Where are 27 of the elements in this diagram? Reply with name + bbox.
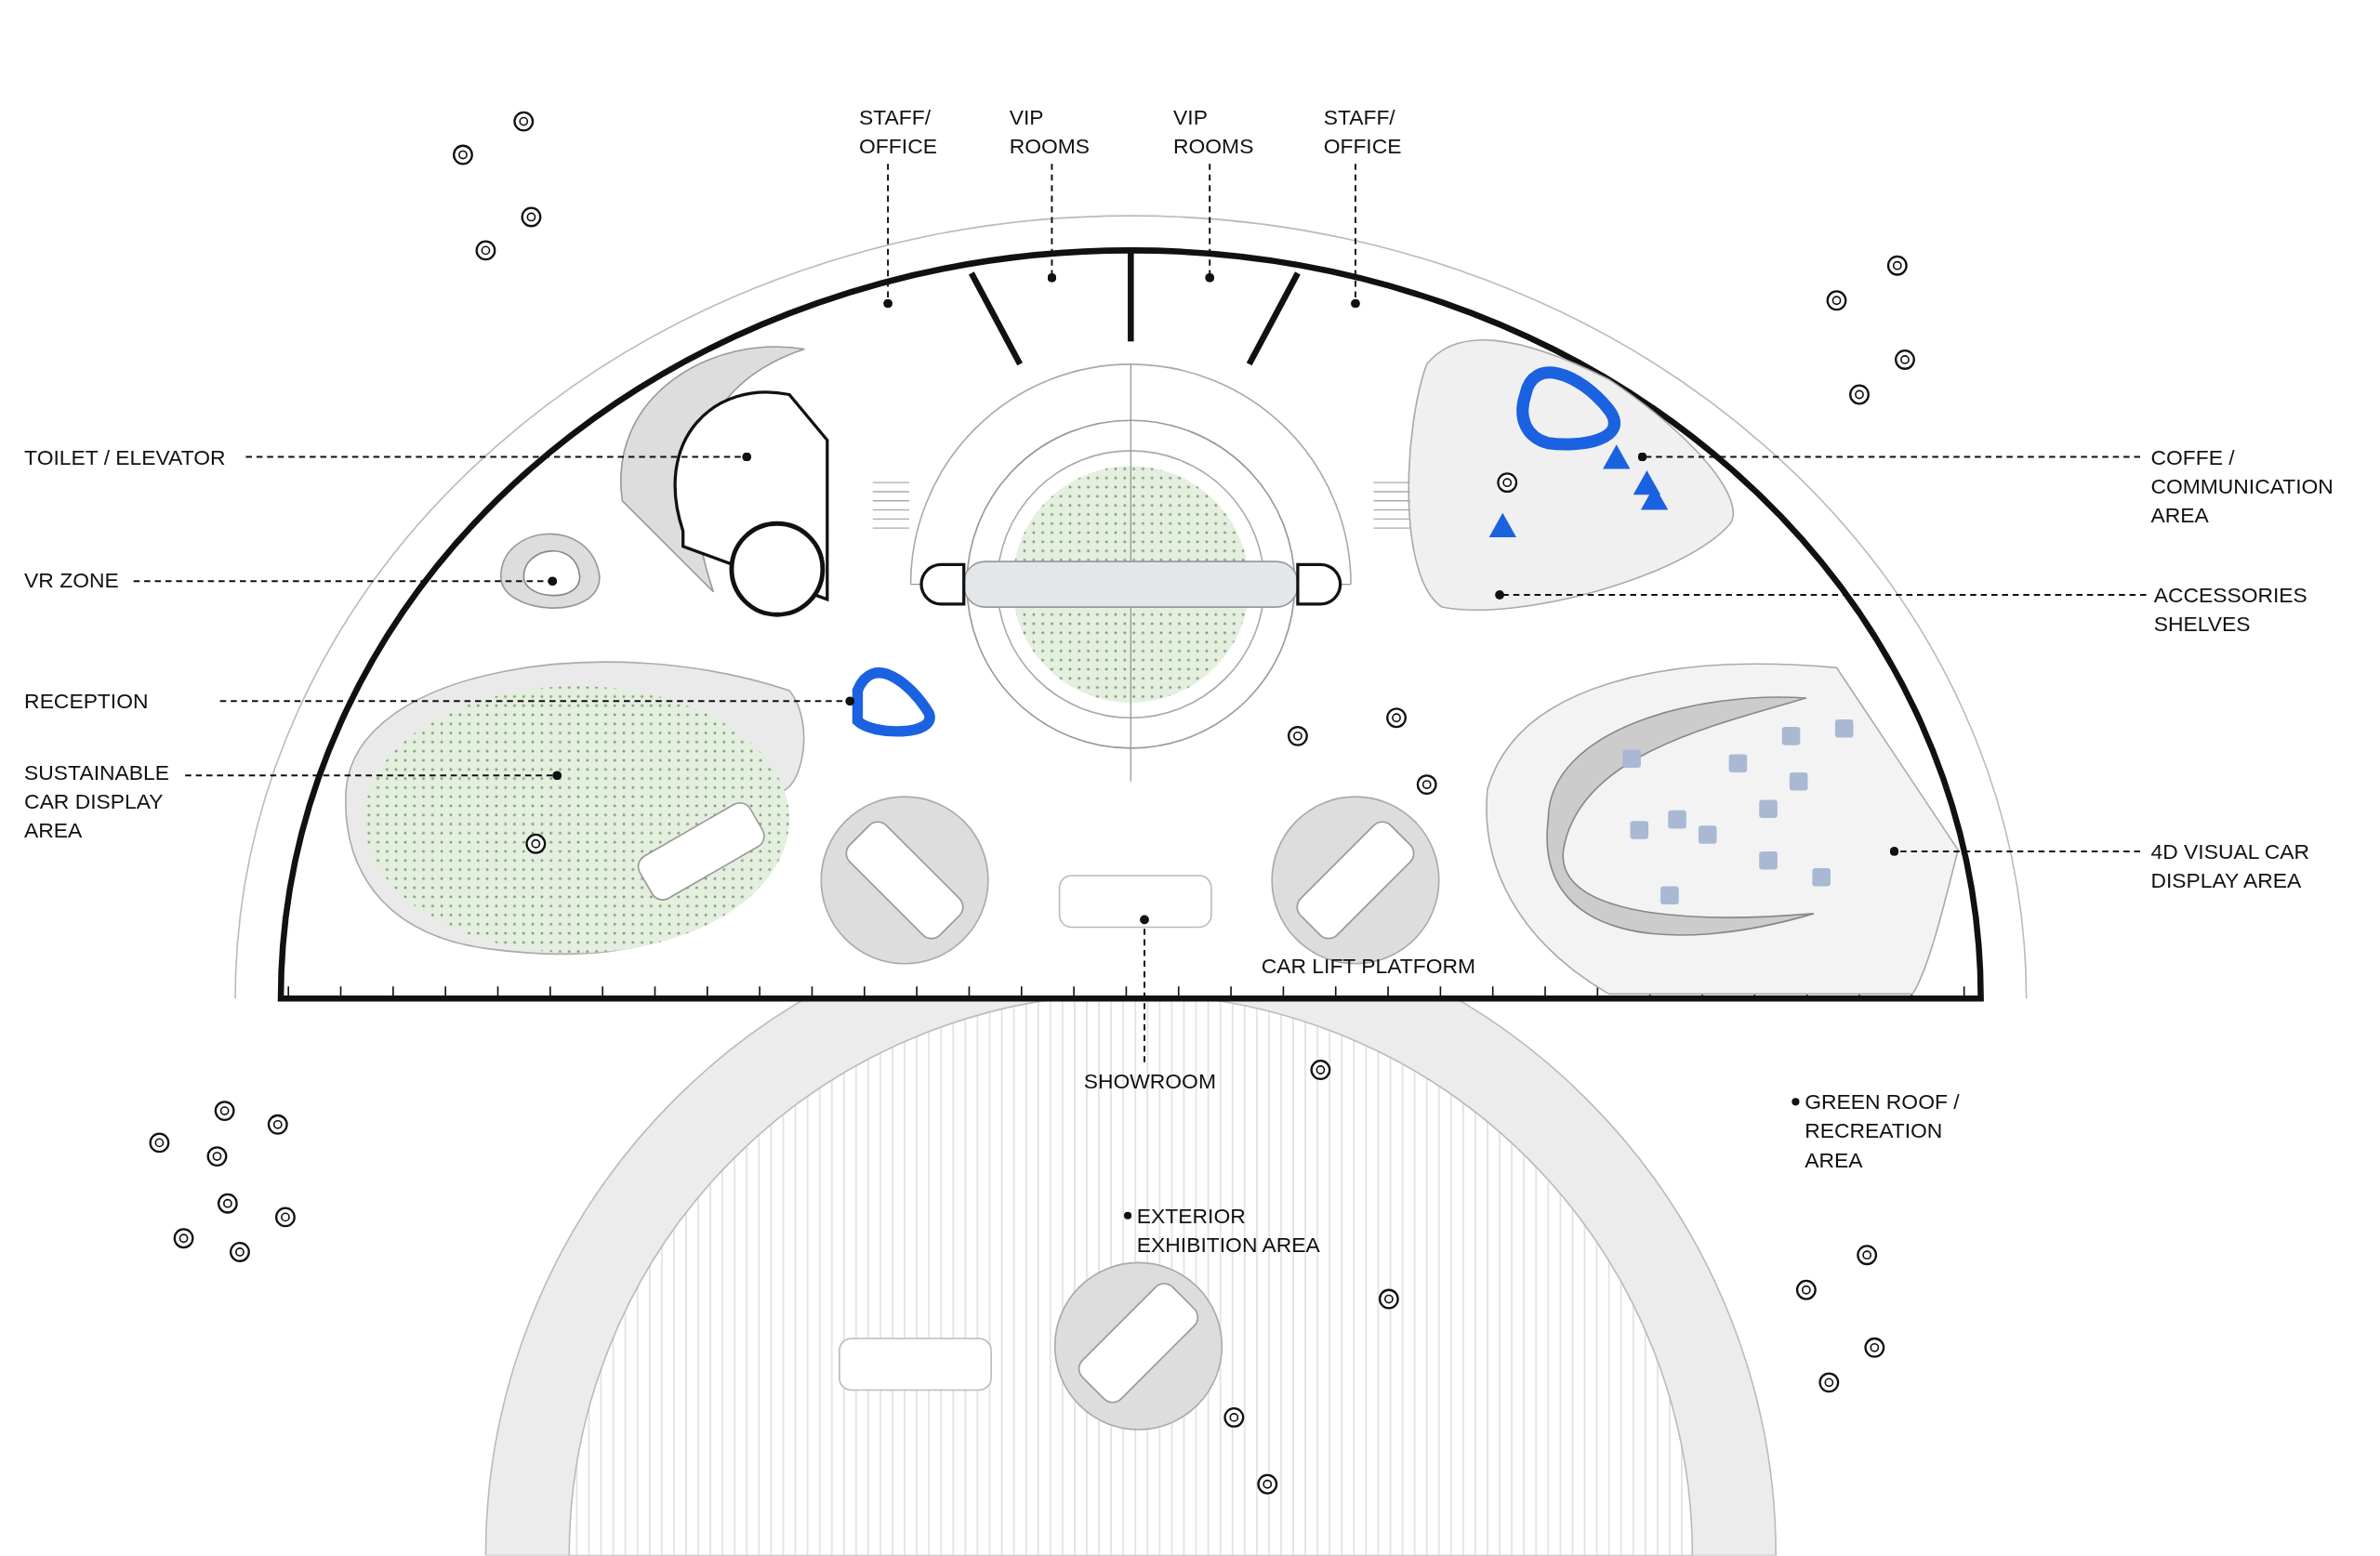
- area-label: GREEN ROOF / RECREATION AREA: [1805, 1088, 1961, 1174]
- leader-line: [184, 771, 562, 781]
- leader-line: [245, 452, 752, 462]
- room-label: ACCESSORIES SHELVES: [2153, 581, 2321, 640]
- room-label: STAFF/ OFFICE: [859, 103, 951, 162]
- leader-line: [1637, 452, 2141, 462]
- room-label: VR ZONE: [24, 566, 128, 595]
- leader-line: [218, 696, 855, 706]
- leader-line: [1351, 163, 1360, 309]
- room-label: RECEPTION: [24, 687, 215, 717]
- leader-line: [1140, 915, 1149, 1063]
- room-label: SUSTAINABLE CAR DISPLAY AREA: [24, 758, 169, 846]
- area-label: EXTERIOR EXHIBITION AREA: [1136, 1202, 1321, 1259]
- room-label: 4D VISUAL CAR DISPLAY AREA: [2150, 837, 2331, 896]
- leader-line: [1889, 847, 2141, 856]
- room-label: STAFF/ OFFICE: [1323, 103, 1415, 162]
- leader-line: [1047, 163, 1057, 283]
- room-label: SHOWROOM: [1083, 1066, 1221, 1096]
- room-label: COFFE / COMMUNICATION AREA: [2150, 442, 2372, 530]
- room-label: VIP ROOMS: [1009, 103, 1101, 162]
- leader-line: [883, 163, 892, 309]
- leader-line: [1495, 590, 2148, 600]
- leader-line: [1205, 163, 1215, 283]
- leader-line: [132, 576, 558, 587]
- room-label: VIP ROOMS: [1173, 103, 1264, 162]
- area-label: CAR LIFT PLATFORM: [1261, 952, 1474, 980]
- room-label: TOILET / ELEVATOR: [24, 442, 237, 472]
